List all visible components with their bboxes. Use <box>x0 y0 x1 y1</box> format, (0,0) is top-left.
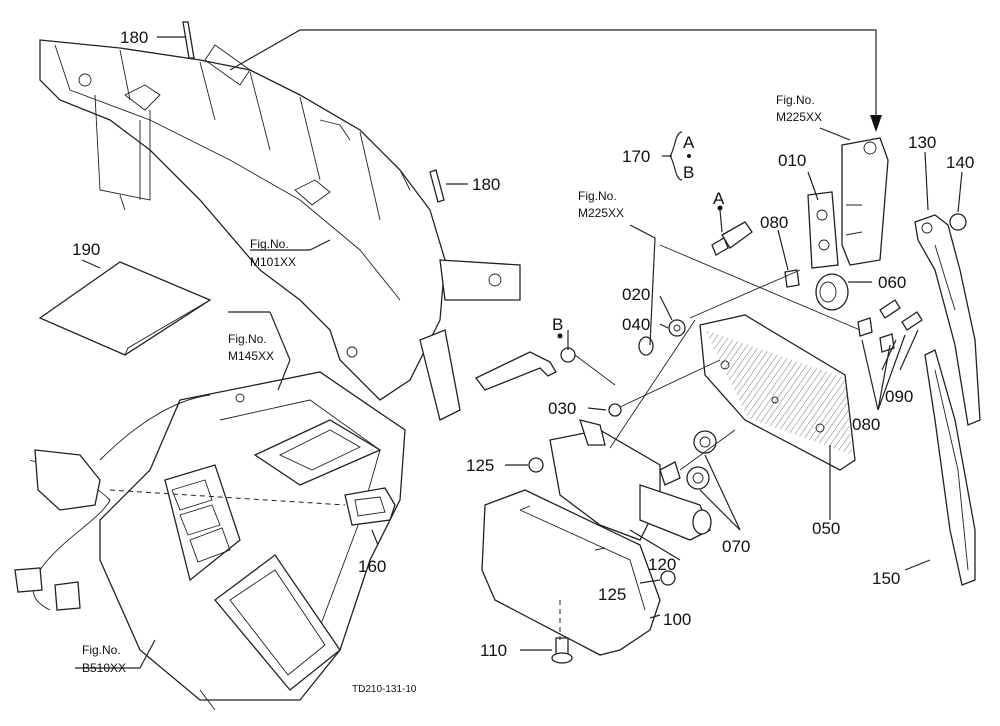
label-050: 050 <box>812 519 840 538</box>
nut-125-upper <box>528 457 544 473</box>
label-180-top: 180 <box>120 28 148 47</box>
fig-ref-b510-value: B510XX <box>82 661 126 675</box>
label-130: 130 <box>908 133 936 152</box>
pin-180-top <box>182 21 195 59</box>
upper-frame-beam <box>39 39 521 421</box>
fig-ref-m225-mid-label: Fig.No. <box>578 189 617 203</box>
nut-b <box>560 347 576 363</box>
motor-cover-100 <box>481 489 661 656</box>
label-125-lower: 125 <box>598 585 626 604</box>
label-040: 040 <box>622 315 650 334</box>
spacer-080 <box>784 269 800 288</box>
washer-020 <box>668 319 686 337</box>
washer-040 <box>638 336 654 356</box>
fig-ref-m145-label: Fig.No. <box>228 332 267 346</box>
label-160: 160 <box>358 557 386 576</box>
wiper-blade-150 <box>924 349 976 586</box>
gasket-plate-050 <box>699 314 856 471</box>
switch-160 <box>109 487 396 526</box>
label-070: 070 <box>722 537 750 556</box>
label-140: 140 <box>946 153 974 172</box>
label-080-lower: 080 <box>852 415 880 434</box>
bracket-170 <box>669 131 683 181</box>
fig-ref-m101-value: M101XX <box>250 255 296 269</box>
bolt-a <box>711 221 753 256</box>
fig-ref-m225-mid-value: M225XX <box>578 206 624 220</box>
fig-ref-m225-top-value: M225XX <box>776 110 822 124</box>
label-marker-b: B <box>552 315 563 334</box>
marker-dot-b <box>557 333 563 339</box>
marker-dot-a <box>717 205 723 211</box>
connecting-rod <box>475 351 557 391</box>
label-180-right: 180 <box>472 175 500 194</box>
fig-ref-b510-label: Fig.No. <box>82 643 121 657</box>
nut-030 <box>608 403 622 417</box>
manual-sheet-190 <box>38 261 212 356</box>
label-090: 090 <box>885 387 913 406</box>
fig-ref-m145-value: M145XX <box>228 349 274 363</box>
label-170: 170 <box>622 147 650 166</box>
bracket-010 <box>807 191 839 269</box>
nut-125-lower <box>660 570 676 586</box>
label-150: 150 <box>872 569 900 588</box>
wiper-motor-120 <box>549 419 712 541</box>
label-190: 190 <box>72 240 100 259</box>
leader-lines <box>75 29 963 669</box>
label-120: 120 <box>648 555 676 574</box>
nut-140 <box>949 213 967 231</box>
screw-110 <box>551 637 573 664</box>
label-125-upper: 125 <box>466 456 494 475</box>
label-170-b: B <box>683 163 694 182</box>
label-170-a: A <box>683 133 695 152</box>
label-060: 060 <box>878 273 906 292</box>
drawing-code: TD210-131-10 <box>352 684 417 695</box>
label-110: 110 <box>480 641 507 660</box>
lower-console-panel <box>99 371 406 701</box>
label-100: 100 <box>663 610 691 629</box>
pin-180-right <box>429 169 445 203</box>
fig-ref-m225-top-label: Fig.No. <box>776 93 815 107</box>
mount-bracket-m225 <box>841 137 889 266</box>
label-020: 020 <box>622 285 650 304</box>
wiper-arm-130 <box>914 214 981 426</box>
label-010: 010 <box>778 151 806 170</box>
label-080-upper: 080 <box>760 213 788 232</box>
fig-ref-m101-label: Fig.No. <box>250 237 289 251</box>
label-030: 030 <box>548 399 576 418</box>
screws-090 <box>857 299 923 353</box>
nut-060 <box>815 273 849 311</box>
wire-harness <box>14 394 216 711</box>
label-marker-a: A <box>713 189 725 208</box>
bushing-070-a <box>693 430 717 454</box>
bushing-070-b <box>686 466 710 490</box>
marker-dot-170 <box>687 154 691 158</box>
